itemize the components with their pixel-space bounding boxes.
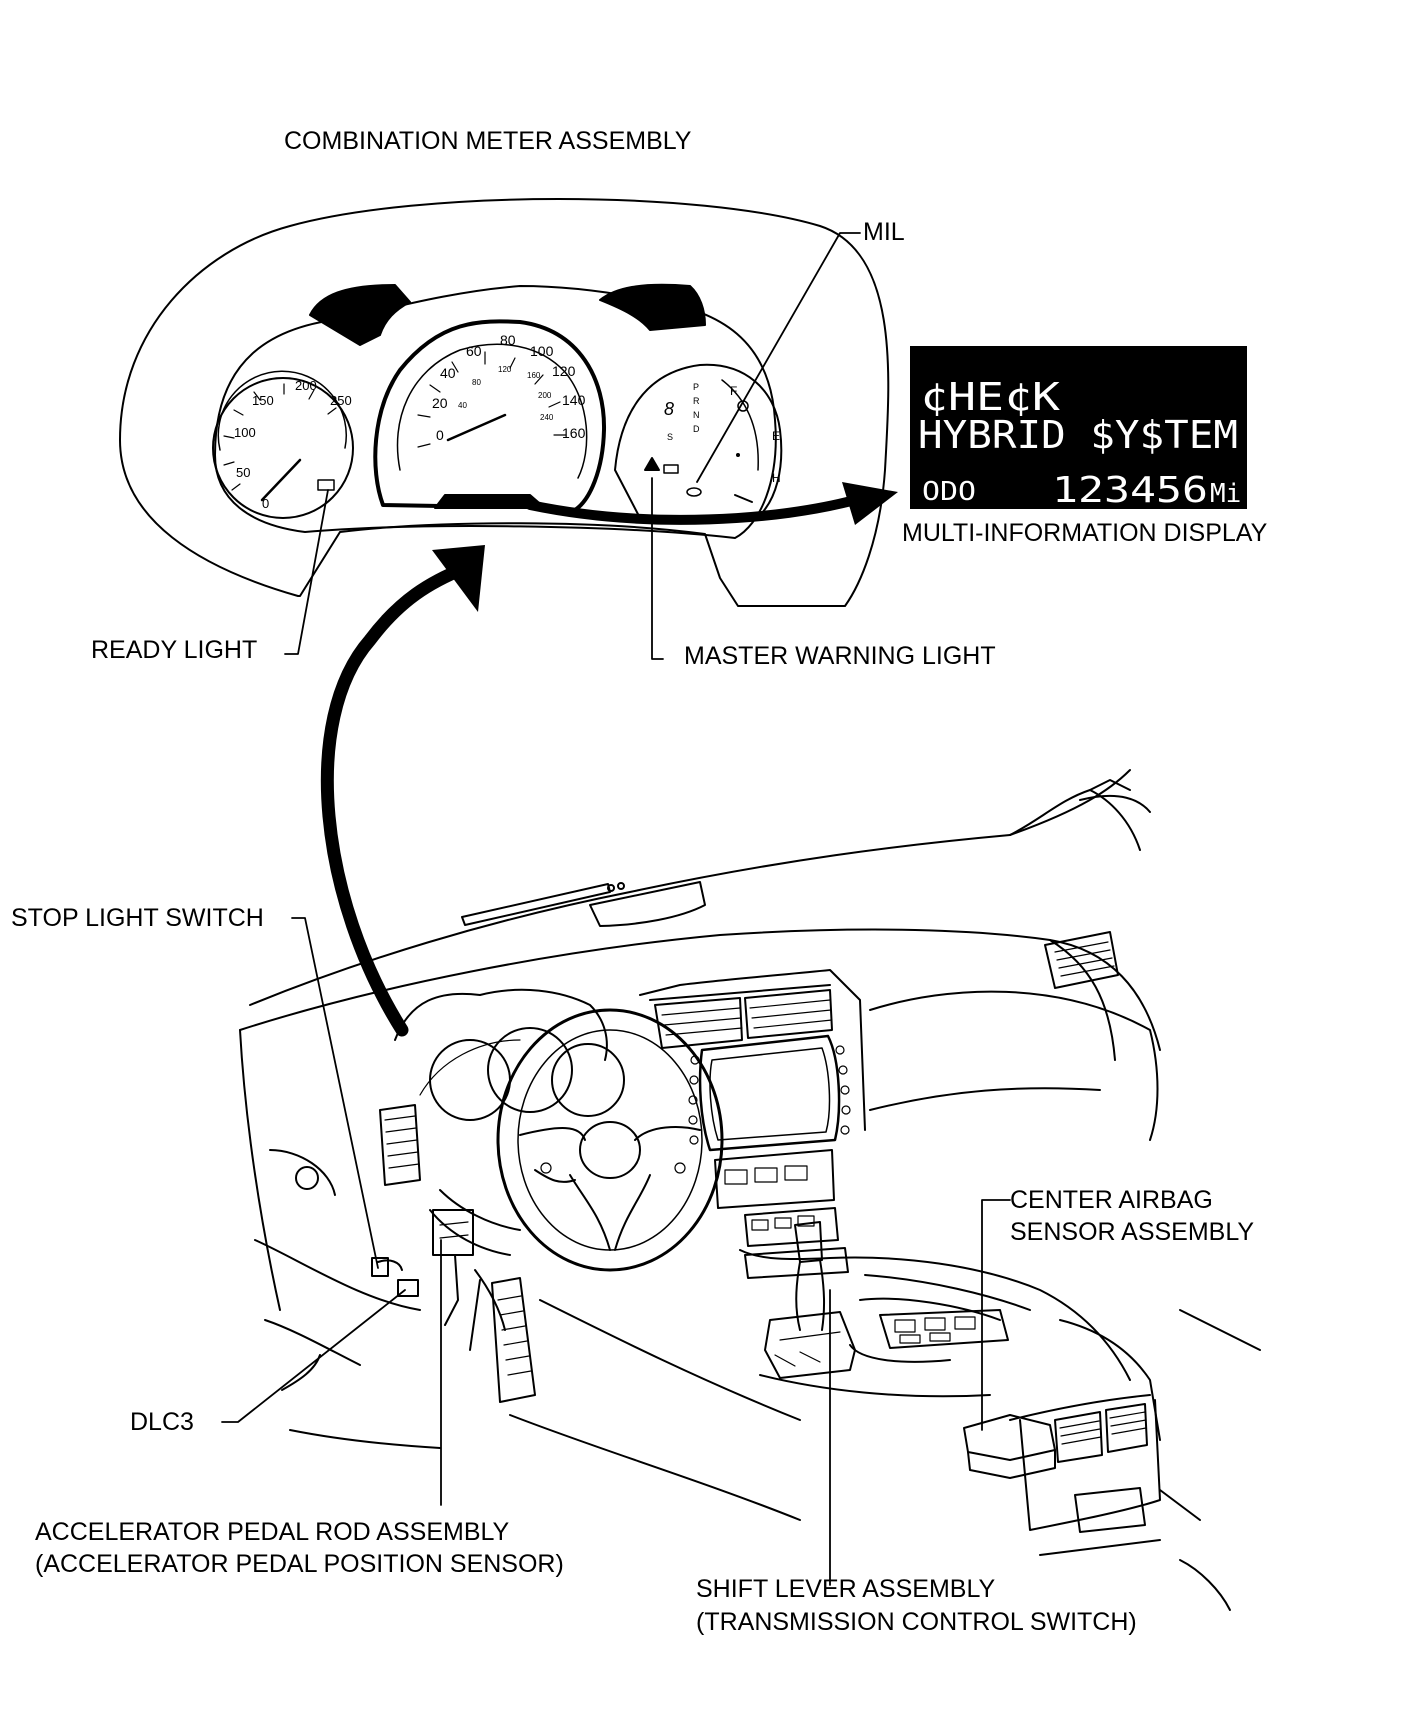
temp-hot-mark: H <box>772 471 781 485</box>
power-tick-label: 100 <box>234 425 256 440</box>
speed-tick-label: 0 <box>436 427 444 443</box>
power-tick-label: 0 <box>262 496 269 511</box>
gear-letter: N <box>693 410 700 420</box>
display-odo-unit: Mi <box>1210 479 1241 509</box>
multi-information-display: ¢HE¢K HYBRID $Y$TEM ODO 123456 Mi <box>910 346 1247 511</box>
gear-letter: P <box>693 382 699 392</box>
gear-letter: S <box>667 432 673 442</box>
label-combination-meter-assembly: COMBINATION METER ASSEMBLY <box>284 127 692 155</box>
gear-digit: 8 <box>664 399 674 419</box>
label-multi-information-display: MULTI-INFORMATION DISPLAY <box>902 519 1268 547</box>
power-tick-label: 150 <box>252 393 274 408</box>
speed-kmh-label: 160 <box>527 371 541 380</box>
label-center-airbag-line1: CENTER AIRBAG <box>1010 1186 1213 1214</box>
display-line-check: ¢HE¢K <box>920 375 1060 419</box>
display-background <box>910 346 1247 509</box>
label-dlc3: DLC3 <box>130 1408 194 1436</box>
speed-tick-label: 140 <box>562 392 586 408</box>
speed-kmh-label: 200 <box>538 391 552 400</box>
gauge-tick-labels: 0 50 100 150 200 250 0 20 40 60 80 100 1… <box>234 332 781 511</box>
gear-letter: R <box>693 396 700 406</box>
label-shift-lever-line1: SHIFT LEVER ASSEMBLY <box>696 1575 996 1603</box>
speed-tick-label: 20 <box>432 395 448 411</box>
power-tick-label: 50 <box>236 465 250 480</box>
label-stop-light-switch: STOP LIGHT SWITCH <box>11 904 264 932</box>
zoom-arrow <box>320 561 472 1037</box>
label-center-airbag-line2: SENSOR ASSEMBLY <box>1010 1218 1255 1246</box>
speed-kmh-label: 120 <box>498 365 512 374</box>
speed-kmh-label: 240 <box>540 413 554 422</box>
speed-tick-label: 160 <box>562 425 586 441</box>
combination-meter-drawing <box>119 198 898 660</box>
speed-kmh-label: 80 <box>472 378 481 387</box>
power-tick-label: 250 <box>330 393 352 408</box>
speed-tick-label: 100 <box>530 343 554 359</box>
power-tick-label: 200 <box>295 378 317 393</box>
speed-tick-label: 120 <box>552 363 576 379</box>
gear-letter: D <box>693 424 700 434</box>
label-accelerator-pedal-rod-line2: (ACCELERATOR PEDAL POSITION SENSOR) <box>35 1550 564 1578</box>
speed-kmh-label: 40 <box>458 401 467 410</box>
fuel-full-mark: F <box>730 384 737 398</box>
speed-tick-label: 80 <box>500 332 516 348</box>
speed-tick-label: 60 <box>466 343 482 359</box>
display-odo-value: 123456 <box>1052 470 1208 511</box>
display-odo-label: ODO <box>922 477 976 507</box>
dashboard-drawing <box>239 769 1261 1611</box>
label-ready-light: READY LIGHT <box>91 636 258 664</box>
fuel-empty-mark: E <box>772 429 780 443</box>
label-master-warning-light: MASTER WARNING LIGHT <box>684 642 996 670</box>
label-shift-lever-line2: (TRANSMISSION CONTROL SWITCH) <box>696 1608 1137 1636</box>
display-line-hybrid-system: HYBRID $Y$TEM <box>918 413 1238 457</box>
label-mil: MIL <box>863 218 905 246</box>
speed-tick-label: 40 <box>440 365 456 381</box>
label-accelerator-pedal-rod-line1: ACCELERATOR PEDAL ROD ASSEMBLY <box>35 1518 510 1546</box>
leader-lines <box>221 917 1011 1586</box>
